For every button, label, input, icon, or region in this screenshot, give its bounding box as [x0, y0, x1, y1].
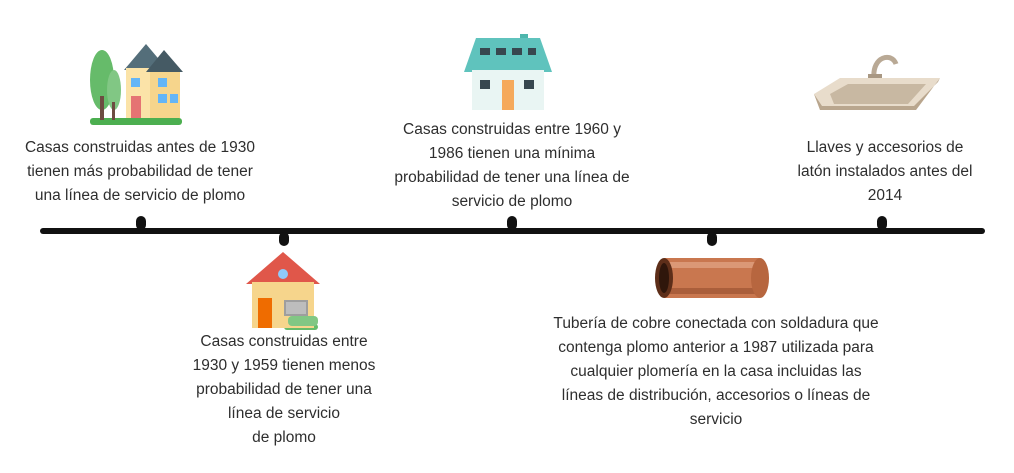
caption-line: probabilidad de tener una — [196, 381, 372, 398]
timeline-tick-brass-2014 — [877, 216, 887, 230]
caption-line: 1986 tienen una mínima — [428, 145, 596, 162]
caption-line: tienen más probabilidad de tener — [27, 163, 253, 180]
caption-line: servicio de plomo — [451, 193, 573, 210]
timeline-axis — [40, 228, 985, 234]
caption-line: 1930 y 1959 tienen menos — [192, 357, 376, 374]
caption-pre-1930: Casas construidas antes de 1930 tienen m… — [16, 136, 264, 208]
sink-faucet-icon — [814, 54, 940, 110]
caption-line: Casas construidas entre — [200, 333, 368, 350]
caption-line: líneas de distribución, accesorios o lín… — [561, 387, 871, 404]
caption-1960-1986: Casas construidas entre 1960 y 1986 tien… — [372, 118, 652, 214]
house-trees-icon — [90, 44, 183, 125]
caption-line: latón instalados antes del — [797, 163, 973, 180]
timeline-tick-1960-1986 — [507, 216, 517, 230]
copper-pipe-icon — [655, 258, 769, 298]
caption-line: 2014 — [867, 187, 903, 204]
caption-line: Llaves y accesorios de — [806, 139, 964, 156]
caption-line: cualquier plomería en la casa incluidas … — [570, 363, 862, 380]
house-red-roof-icon — [246, 252, 320, 330]
timeline-tick-1930-1959 — [279, 232, 289, 246]
caption-1930-1959: Casas construidas entre 1930 y 1959 tien… — [168, 330, 400, 450]
caption-line: de plomo — [252, 429, 316, 446]
caption-line: Tubería de cobre conectada con soldadura… — [553, 315, 879, 332]
timeline-tick-copper-1987 — [707, 232, 717, 246]
house-teal-icon — [464, 34, 552, 110]
caption-line: servicio — [689, 411, 743, 428]
caption-line: una línea de servicio de plomo — [34, 187, 246, 204]
caption-line: Casas construidas entre 1960 y — [403, 121, 621, 138]
caption-line: probabilidad de tener una línea de — [394, 169, 630, 186]
caption-line: Casas construidas antes de 1930 — [24, 139, 256, 156]
caption-brass-2014: Llaves y accesorios de latón instalados … — [770, 136, 1000, 208]
caption-line: contenga plomo anterior a 1987 utilizada… — [558, 339, 874, 356]
caption-copper-1987: Tubería de cobre conectada con soldadura… — [512, 312, 920, 432]
timeline-tick-pre-1930 — [136, 216, 146, 230]
caption-line: línea de servicio — [227, 405, 340, 422]
